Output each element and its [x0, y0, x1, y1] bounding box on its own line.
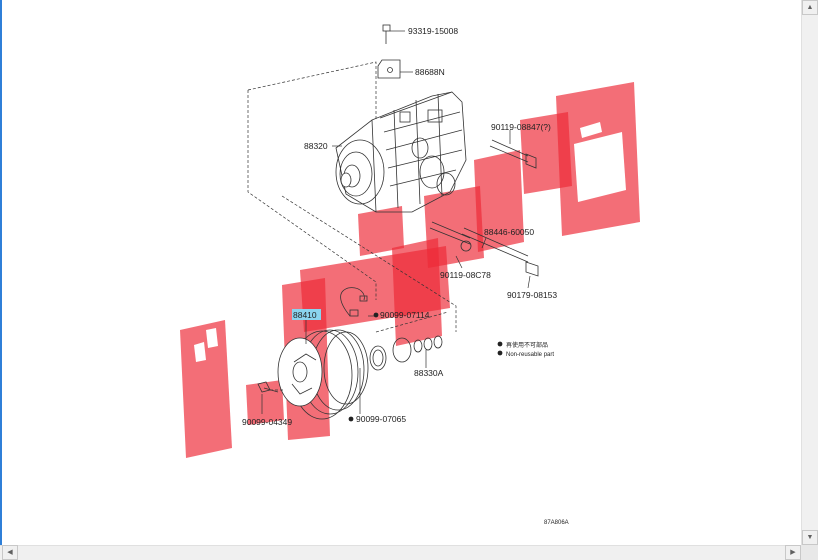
label-88330a[interactable]: 88330A — [414, 368, 444, 378]
label-90099-07065[interactable]: 90099-07065 — [356, 414, 406, 424]
chevron-up-icon[interactable]: ▲ — [802, 0, 818, 15]
mounting-bolts — [429, 139, 539, 277]
snap-ring-and-shims — [369, 335, 443, 371]
label-93319-15008[interactable]: 93319-15008 — [408, 26, 458, 36]
label-90119-08c78[interactable]: 90119-08C78 — [440, 270, 491, 280]
horizontal-scrollbar[interactable]: ◀ ▶ — [0, 545, 801, 560]
legend-jp: 再使用不可部品 — [506, 341, 548, 349]
label-90099-04349[interactable]: 90099-04349 — [242, 417, 292, 427]
clutch-pulley — [277, 329, 369, 420]
chevron-down-icon[interactable]: ▼ — [802, 530, 818, 545]
highlight-88410 — [292, 309, 321, 320]
assembly-lines — [247, 61, 457, 391]
scrollbar-corner — [801, 545, 818, 560]
figure-code: 87A806A — [544, 520, 569, 526]
chevron-right-icon[interactable]: ▶ — [785, 545, 801, 560]
label-88410[interactable]: 88410 — [293, 310, 317, 320]
chevron-left-icon[interactable]: ◀ — [2, 545, 18, 560]
label-88320[interactable]: 88320 — [304, 141, 328, 151]
legend-en: Non-reusable part — [506, 352, 554, 358]
label-90099-07114[interactable]: 90099-07114 — [380, 310, 430, 320]
non-reusable-markers — [348, 312, 503, 422]
label-88688n[interactable]: 88688N — [415, 67, 445, 77]
clutch-wire — [340, 287, 368, 317]
label-90179-08153[interactable]: 90179-08153 — [507, 290, 557, 300]
watermark-logo — [180, 82, 640, 458]
leader-lines — [261, 30, 531, 414]
parts-diagram: 93319-15008 88688N 88320 90119-08847(?) … — [180, 24, 640, 526]
mounting-bracket — [377, 24, 401, 79]
compressor-body — [335, 91, 467, 213]
label-88446-60050[interactable]: 88446-60050 — [484, 227, 534, 237]
window-left-edge — [0, 0, 2, 560]
vertical-scrollbar[interactable]: ▲ ▼ — [801, 0, 818, 545]
label-90119-08847[interactable]: 90119-08847(?) — [491, 122, 551, 132]
